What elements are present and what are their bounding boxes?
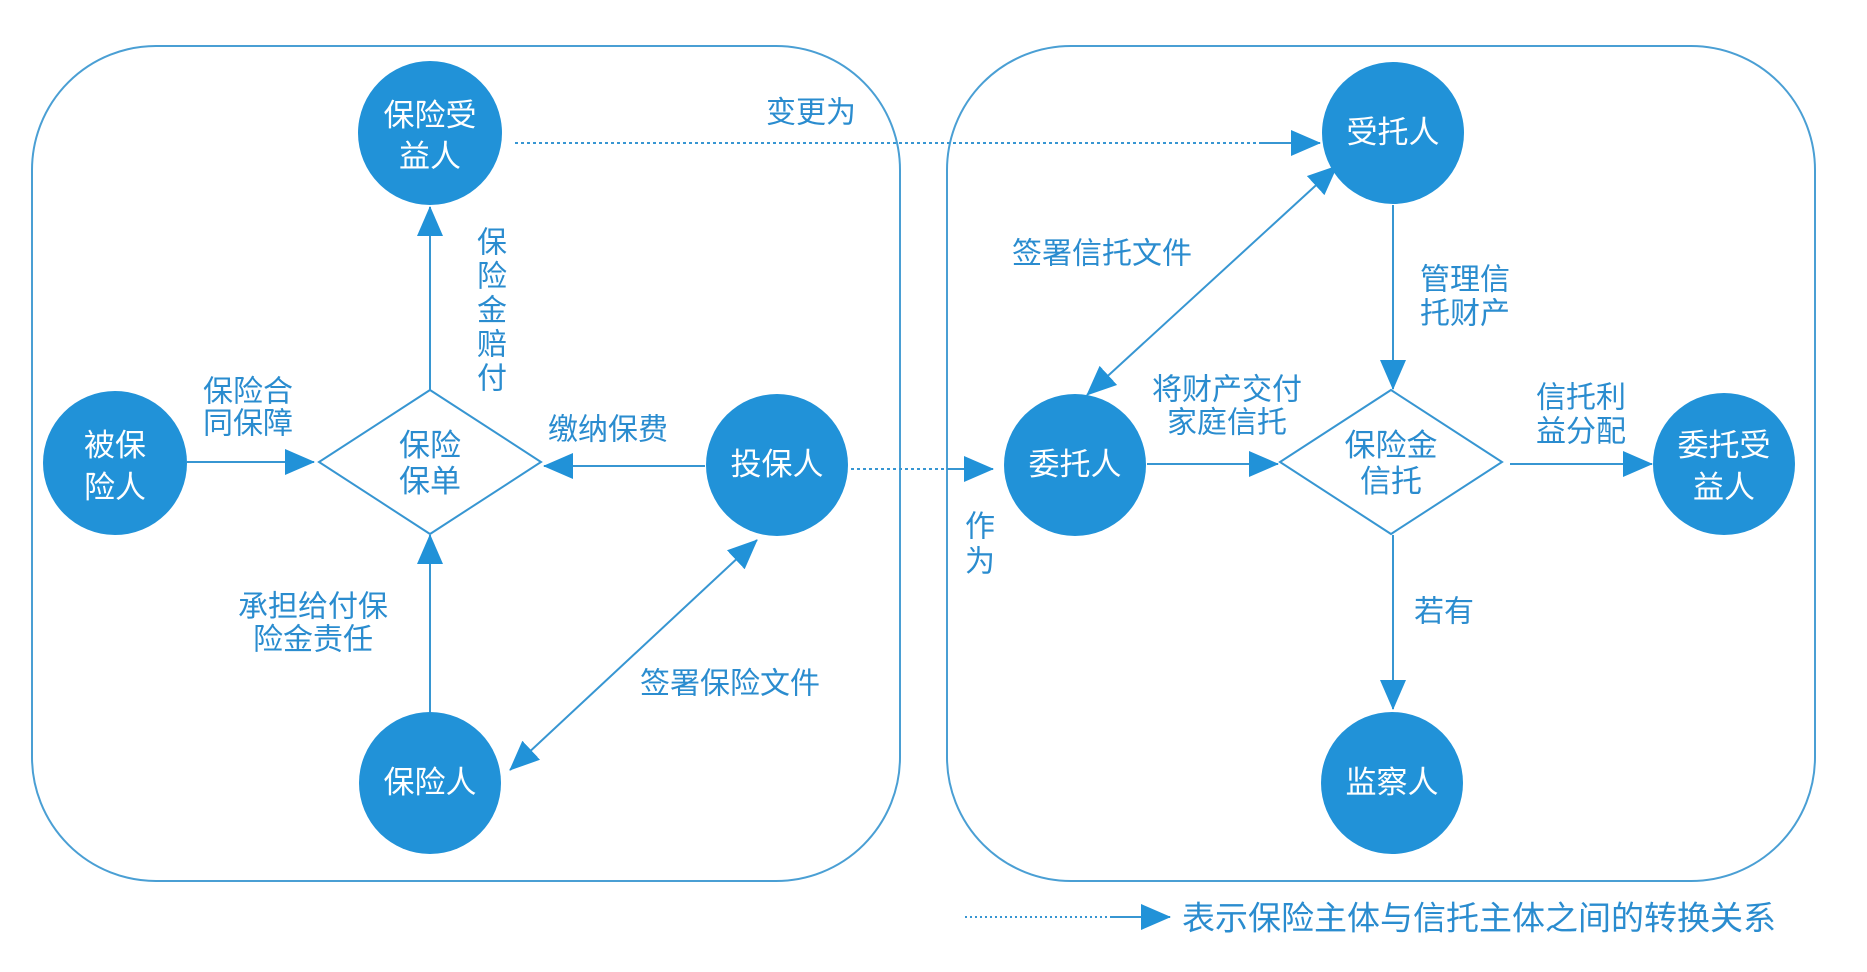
node-supervisor-label: 监察人	[1346, 765, 1439, 801]
label-bear-liability-line2: 险金责任	[253, 623, 373, 658]
label-sign-insurance-docs: 签署保险文件	[640, 667, 820, 702]
legend-text: 表示保险主体与信托主体之间的转换关系	[1182, 899, 1776, 938]
label-pay-premium: 缴纳保费	[548, 413, 668, 448]
edge-insurer-policyholder-sign	[509, 539, 758, 771]
node-settlor: 委托人	[1004, 394, 1146, 536]
label-bear-liability: 承担给付保 险金责任	[238, 590, 388, 658]
decision-policy: 保险 保单	[317, 388, 543, 536]
label-contract-guarantee: 保险合 同保障	[203, 375, 293, 442]
node-trustee: 受托人	[1322, 62, 1464, 204]
node-trust-beneficiary-line2: 益人	[1693, 470, 1755, 506]
legend: 表示保险主体与信托主体之间的转换关系	[965, 899, 1776, 938]
label-contract-guarantee-line2: 同保障	[203, 407, 293, 442]
label-distribute-benefits-line2: 益分配	[1536, 415, 1626, 450]
label-deliver-property-line2: 家庭信托	[1167, 406, 1287, 441]
node-trustee-label: 受托人	[1347, 115, 1440, 151]
label-change-to: 变更为	[766, 96, 856, 131]
node-insured-line1: 被保	[84, 428, 146, 464]
node-supervisor: 监察人	[1321, 712, 1463, 854]
decision-insurance-trust-label-line2: 信托	[1360, 464, 1422, 500]
node-settlor-label: 委托人	[1029, 447, 1122, 483]
node-insured-line2: 险人	[84, 470, 146, 506]
label-claim-payment-char2: 险	[477, 260, 507, 295]
label-claim-payment-char4: 赔	[477, 328, 507, 363]
decision-insurance-trust-label-line1: 保险金	[1345, 428, 1438, 464]
node-policyholder: 投保人	[706, 394, 848, 536]
decision-insurance-trust: 保险金 信托	[1278, 388, 1504, 536]
label-bear-liability-line1: 承担给付保	[238, 590, 388, 625]
node-policyholder-label: 投保人	[731, 447, 824, 483]
label-claim-payment: 保 险 金 赔 付	[477, 226, 507, 397]
label-manage-trust-property-line1: 管理信	[1420, 263, 1510, 298]
label-act-as-char1: 作	[965, 510, 995, 545]
label-manage-trust-property-line2: 托财产	[1420, 297, 1510, 332]
node-insurer-label: 保险人	[384, 765, 477, 801]
label-contract-guarantee-line1: 保险合	[203, 375, 293, 410]
label-act-as-char2: 为	[965, 545, 995, 580]
label-claim-payment-char5: 付	[477, 362, 507, 397]
node-insurer: 保险人	[359, 712, 501, 854]
node-trust-beneficiary: 委托受 益人	[1653, 393, 1795, 535]
trust-group-box	[946, 45, 1816, 882]
node-insurance-beneficiary: 保险受 益人	[358, 61, 502, 205]
insurance-group-box	[31, 45, 901, 882]
label-distribute-benefits: 信托利 益分配	[1536, 381, 1626, 450]
label-claim-payment-char3: 金	[477, 294, 507, 329]
label-deliver-property: 将财产交付 家庭信托	[1152, 373, 1302, 441]
edge-settlor-trustee-sign	[1086, 165, 1338, 396]
decision-policy-label-line2: 保单	[399, 464, 461, 500]
label-claim-payment-char1: 保	[477, 226, 507, 261]
label-sign-trust-docs: 签署信托文件	[1012, 237, 1192, 272]
label-manage-trust-property: 管理信 托财产	[1420, 263, 1510, 332]
label-if-any: 若有	[1414, 595, 1474, 630]
node-insurance-beneficiary-line2: 益人	[399, 139, 461, 175]
label-act-as: 作 为	[965, 510, 995, 580]
label-deliver-property-line1: 将财产交付	[1152, 373, 1302, 408]
decision-policy-label-line1: 保险	[399, 428, 461, 464]
node-insured: 被保 险人	[43, 391, 187, 535]
label-distribute-benefits-line1: 信托利	[1536, 381, 1626, 416]
node-trust-beneficiary-line1: 委托受	[1678, 428, 1771, 464]
node-insurance-beneficiary-line1: 保险受	[384, 98, 477, 134]
